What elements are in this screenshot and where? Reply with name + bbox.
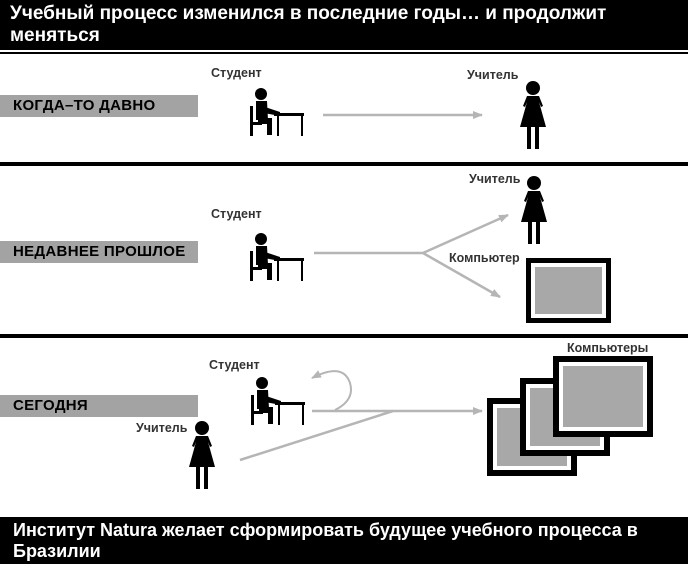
teacher-icon-3 <box>189 421 215 489</box>
panel-long-ago: КОГДА–ТО ДАВНО <box>0 52 688 164</box>
computer-label-2: Компьютер <box>449 251 520 265</box>
student-icon-1 <box>250 88 304 136</box>
teacher-icon-2 <box>521 176 547 244</box>
arrow-2-computer <box>422 251 501 299</box>
feedback-loop <box>311 370 352 411</box>
stage-label-recent-past: НЕДАВНЕЕ ПРОШЛОЕ <box>0 241 198 263</box>
computers-icon-3 <box>487 356 653 476</box>
student-icon-2 <box>250 233 304 281</box>
teacher-label-1: Учитель <box>467 68 519 82</box>
stage-label-today: СЕГОДНЯ <box>0 395 198 417</box>
student-label-1: Студент <box>211 66 262 80</box>
arrow-2-teacher <box>422 213 509 255</box>
stage-label-long-ago: КОГДА–ТО ДАВНО <box>0 95 198 117</box>
computer-icon-2 <box>526 258 611 323</box>
teacher-icon-1 <box>520 81 546 149</box>
student-label-3: Студент <box>209 358 260 372</box>
teacher-label-2: Учитель <box>469 172 521 186</box>
computers-label-3: Компьютеры <box>567 341 649 355</box>
student-label-2: Студент <box>211 207 262 221</box>
header-banner: Учебный процесс изменился в последние го… <box>0 0 688 50</box>
footer-banner: Институт Natura желает сформировать буду… <box>0 517 688 564</box>
arrow-3-teacher <box>239 409 394 462</box>
student-icon-3 <box>251 377 305 425</box>
teacher-label-3: Учитель <box>136 421 188 435</box>
